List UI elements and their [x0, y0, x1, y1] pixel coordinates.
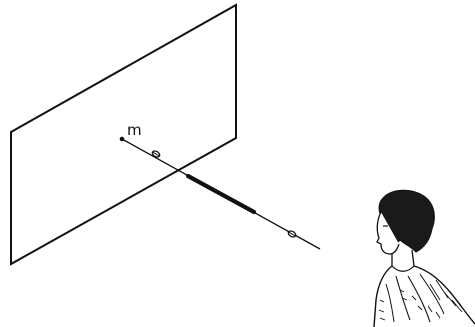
ray-marker-far [287, 230, 297, 238]
point-m-label: m [127, 121, 142, 139]
projection-plane [10, 3, 237, 266]
ray-marker-near [151, 150, 161, 158]
observer-figure [373, 189, 475, 327]
thick-segment [185, 173, 257, 215]
